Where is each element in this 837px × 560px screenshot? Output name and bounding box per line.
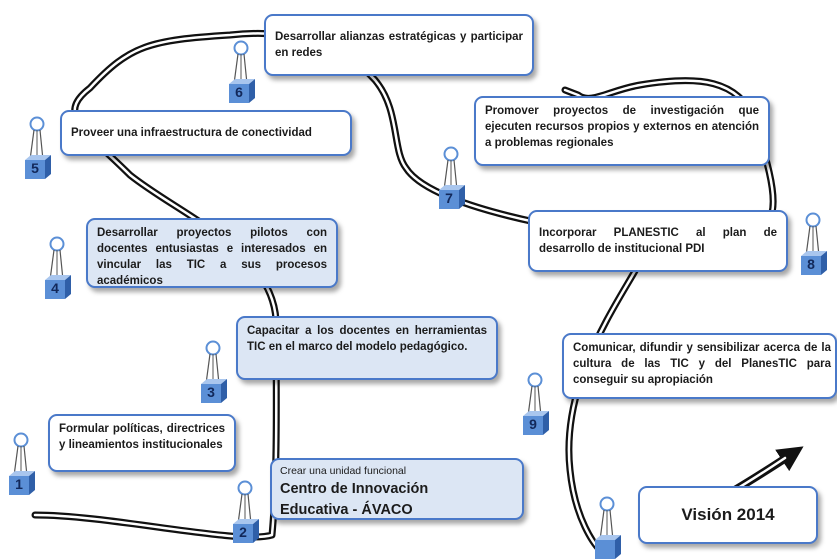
step-5-text: Proveer una infraestructura de conectivi… bbox=[71, 127, 312, 139]
marker-4: 4 bbox=[44, 236, 72, 300]
marker-7-number: 7 bbox=[445, 190, 453, 206]
step-9-box: Comunicar, difundir y sensibilizar acerc… bbox=[562, 333, 837, 399]
step-1-box: Formular políticas, directrices y lineam… bbox=[48, 414, 236, 472]
marker-4-number: 4 bbox=[51, 280, 59, 296]
marker-2-number: 2 bbox=[239, 524, 247, 540]
marker-9-number: 9 bbox=[529, 416, 537, 432]
step-2-title-line1: Centro de Innovación bbox=[280, 481, 429, 497]
step-1-text: Formular políticas, directrices y lineam… bbox=[59, 423, 225, 451]
marker-3-number: 3 bbox=[207, 384, 215, 400]
marker-1-number: 1 bbox=[15, 476, 23, 492]
marker-7: 7 bbox=[438, 146, 466, 210]
marker-9: 9 bbox=[522, 372, 550, 436]
step-2-subtitle: Crear una unidad funcional bbox=[280, 465, 407, 477]
marker-vision bbox=[594, 496, 622, 560]
marker-6-number: 6 bbox=[235, 84, 243, 100]
step-4-text: Desarrollar proyectos pilotos con docent… bbox=[97, 227, 327, 287]
step-8-text: Incorporar PLANESTIC al plan de desarrol… bbox=[539, 227, 777, 255]
marker-3: 3 bbox=[200, 340, 228, 404]
marker-5: 5 bbox=[24, 116, 52, 180]
step-6-box: Desarrollar alianzas estratégicas y part… bbox=[264, 14, 534, 76]
step-3-box: Capacitar a los docentes en herramientas… bbox=[236, 316, 498, 380]
vision-box: Visión 2014 bbox=[638, 486, 818, 544]
step-2-box: Crear una unidad funcional Centro de Inn… bbox=[270, 458, 524, 520]
step-6-text: Desarrollar alianzas estratégicas y part… bbox=[275, 31, 523, 59]
step-4-box: Desarrollar proyectos pilotos con docent… bbox=[86, 218, 338, 288]
marker-1: 1 bbox=[8, 432, 36, 496]
marker-8: 8 bbox=[800, 212, 828, 276]
step-7-box: Promover proyectos de investigación que … bbox=[474, 96, 770, 166]
marker-6: 6 bbox=[228, 40, 256, 104]
marker-2: 2 bbox=[232, 480, 260, 544]
step-9-text: Comunicar, difundir y sensibilizar acerc… bbox=[573, 342, 831, 386]
marker-5-number: 5 bbox=[31, 160, 39, 176]
step-7-text: Promover proyectos de investigación que … bbox=[485, 105, 759, 149]
vision-label: Visión 2014 bbox=[681, 505, 775, 524]
step-8-box: Incorporar PLANESTIC al plan de desarrol… bbox=[528, 210, 788, 272]
step-5-box: Proveer una infraestructura de conectivi… bbox=[60, 110, 352, 156]
marker-8-number: 8 bbox=[807, 256, 815, 272]
step-3-text: Capacitar a los docentes en herramientas… bbox=[247, 325, 487, 353]
step-2-title-line2: Educativa - ÁVACO bbox=[280, 502, 413, 518]
